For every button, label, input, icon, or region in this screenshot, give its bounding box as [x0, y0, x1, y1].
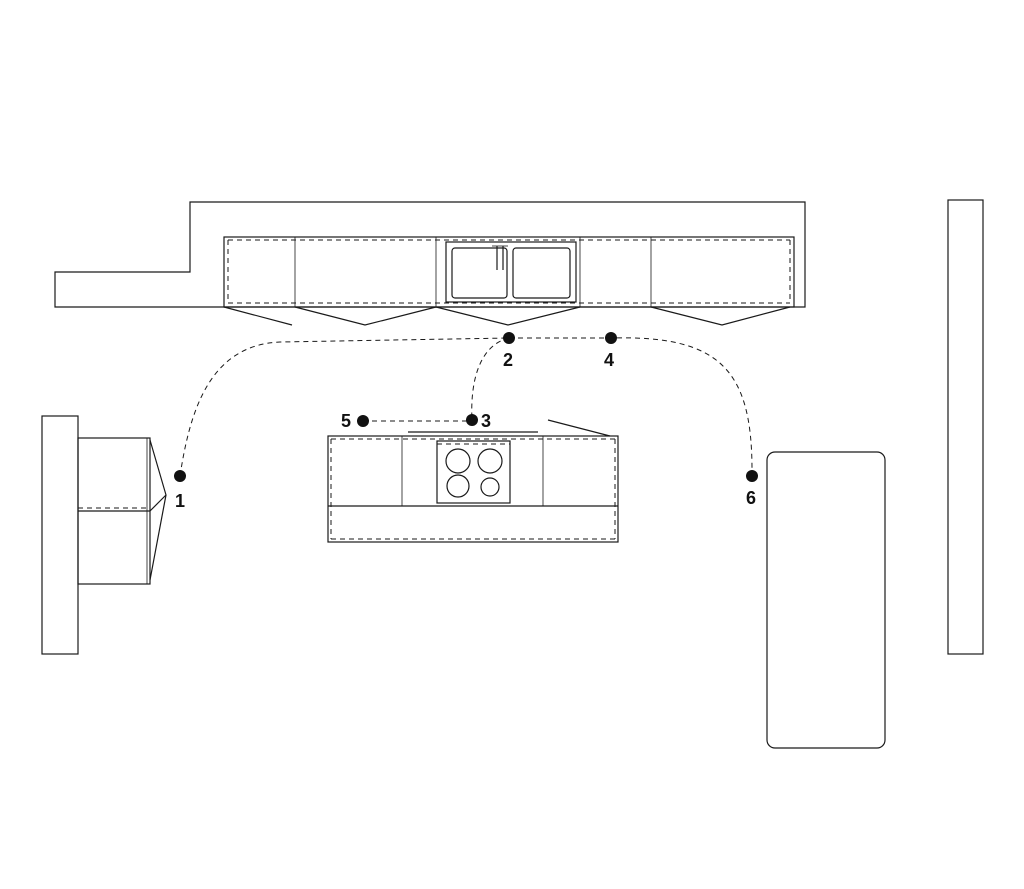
point-4-marker [605, 332, 617, 344]
point-6-marker [746, 470, 758, 482]
point-4-label: 4 [604, 350, 614, 370]
right-counter [766, 451, 886, 749]
left-wall [41, 415, 79, 655]
right-wall [947, 199, 984, 655]
top-cabinet-doors [223, 306, 791, 326]
path-1-2 [179, 337, 510, 477]
point-2-label: 2 [503, 350, 513, 370]
left-tall-units [77, 437, 167, 585]
point-3-label: 3 [481, 411, 491, 431]
top-wall [54, 201, 806, 308]
circulation-paths [179, 337, 753, 477]
point-2-marker [503, 332, 515, 344]
path-2-3 [471, 337, 510, 421]
double-sink [445, 241, 577, 303]
kitchen-island [327, 419, 619, 543]
top-cabinet-run [223, 236, 795, 308]
path-2-4-6 [509, 337, 753, 471]
numbered-points: 1 2 3 4 5 6 [174, 332, 758, 511]
cooktop [436, 440, 511, 504]
point-6-label: 6 [746, 488, 756, 508]
point-5-marker [357, 415, 369, 427]
point-1-marker [174, 470, 186, 482]
point-1-label: 1 [175, 491, 185, 511]
point-5-label: 5 [341, 411, 351, 431]
point-3-marker [466, 414, 478, 426]
